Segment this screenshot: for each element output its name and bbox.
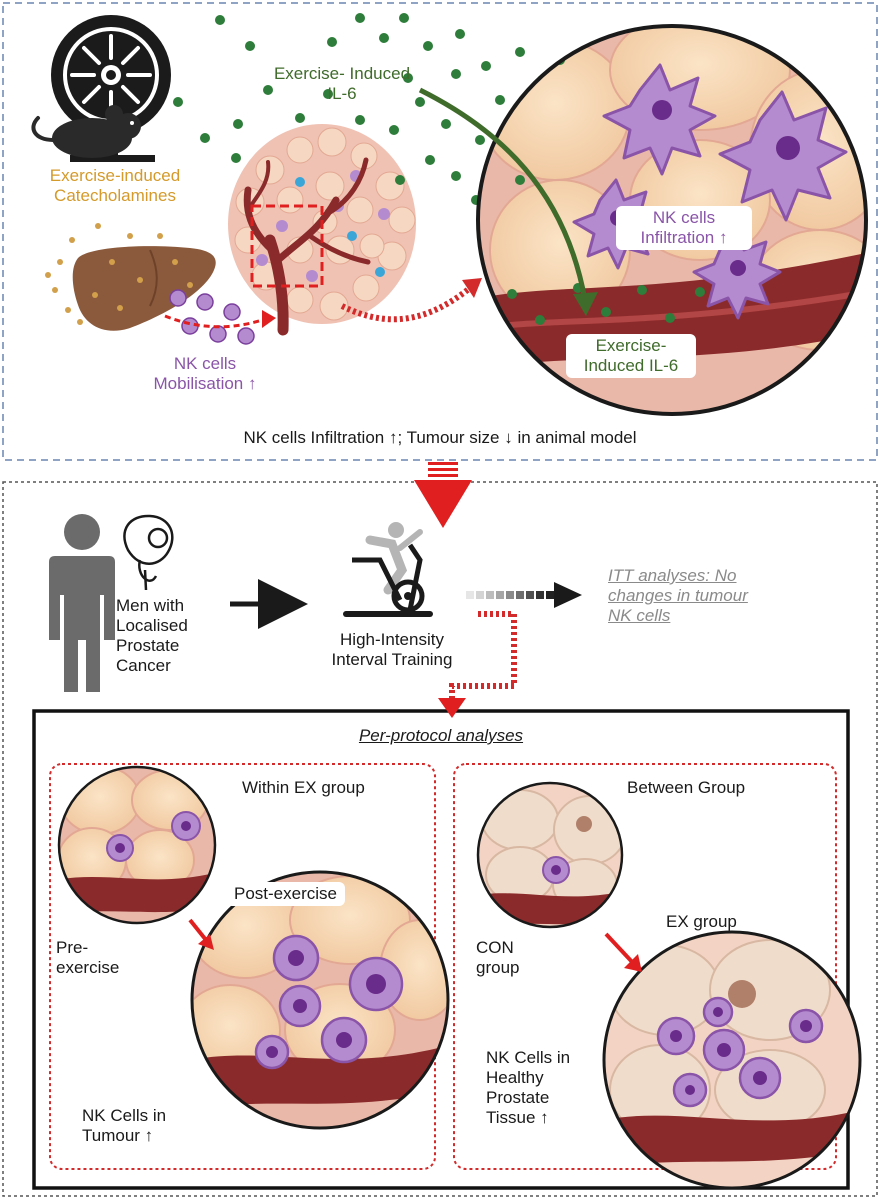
within-group-title: Within EX group xyxy=(242,778,365,797)
ex-group-label: EX group xyxy=(666,912,737,931)
pre-exercise-circle xyxy=(57,765,217,925)
transition-arrow xyxy=(414,462,472,528)
il6-circle-label: Exercise- Induced IL-6 xyxy=(566,334,696,379)
itt-arrow xyxy=(466,582,582,608)
nk-mobilisation-label: NK cells Mobilisation ↑ xyxy=(153,354,257,394)
post-exercise-label: Post-exercise xyxy=(226,882,345,907)
treadmill-wheel-icon xyxy=(51,15,171,162)
pre-post-arrow xyxy=(188,918,208,942)
bottom-panel-frame xyxy=(2,481,878,1197)
nk-cells-mobilising xyxy=(169,289,255,345)
between-group-frame xyxy=(453,763,837,1170)
tumour-zoom-circle xyxy=(476,24,868,416)
il6-arrowhead xyxy=(573,292,598,316)
nk-infiltration-label: NK cells Infiltration ↑ xyxy=(616,206,752,251)
con-group-view xyxy=(478,783,622,927)
pre-post-arrowhead xyxy=(198,934,214,950)
ex-group-view xyxy=(604,932,860,1188)
catecholamines-label: Exercise-induced Catecholamines xyxy=(49,166,181,206)
liver-icon xyxy=(72,246,216,331)
between-group-title: Between Group xyxy=(627,778,746,797)
ex-group-circle xyxy=(602,930,862,1190)
con-group-circle xyxy=(476,781,624,929)
hiit-label: High-Intensity Interval Training xyxy=(331,630,453,670)
il6-arrow xyxy=(418,87,588,301)
post-exercise-circle xyxy=(190,870,450,1130)
con-group-label: CON group xyxy=(476,938,520,978)
men-label: Men with Localised Prostate Cancer xyxy=(116,596,188,676)
person-icon xyxy=(49,514,115,692)
exercise-bike-icon xyxy=(343,522,433,617)
post-exercise-view xyxy=(192,872,448,1128)
per-protocol-frame xyxy=(32,709,850,1190)
catecholamine-dots xyxy=(45,223,193,325)
prostate-gear-icon xyxy=(123,514,174,591)
mobilisation-arrow xyxy=(164,314,269,329)
tumour-zoom-box xyxy=(250,204,324,288)
con-ex-arrowhead xyxy=(624,954,642,972)
pre-exercise-label: Pre- exercise xyxy=(56,938,120,978)
top-panel-frame xyxy=(2,2,878,461)
mobilisation-arrowhead xyxy=(262,310,276,328)
zoom-arrowhead xyxy=(462,278,482,298)
zoom-arrow xyxy=(340,285,472,323)
con-ex-arrow xyxy=(604,932,636,966)
top-caption: NK cells Infiltration ↑; Tumour size ↓ i… xyxy=(243,428,637,447)
itt-label: ITT analyses: No changes in tumour NK ce… xyxy=(608,566,748,626)
within-result-label: NK Cells in Tumour ↑ xyxy=(82,1106,167,1146)
per-protocol-arrow xyxy=(438,611,517,718)
between-result-label: NK Cells in Healthy Prostate Tissue ↑ xyxy=(486,1048,571,1128)
mouse-icon xyxy=(31,105,141,158)
il6-top-label: Exercise- Induced IL-6 xyxy=(273,64,411,104)
pre-exercise-view xyxy=(59,767,215,923)
per-protocol-title: Per-protocol analyses xyxy=(358,726,524,745)
